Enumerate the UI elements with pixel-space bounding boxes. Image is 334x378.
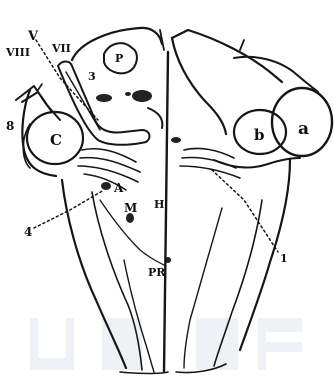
label-1: 1 bbox=[280, 252, 288, 265]
label-a-upper: A bbox=[113, 181, 124, 195]
label-vii: VII bbox=[51, 42, 71, 55]
label-c: C bbox=[50, 131, 62, 149]
label-8: 8 bbox=[6, 119, 14, 133]
label-m: M bbox=[124, 201, 137, 215]
label-4: 4 bbox=[24, 225, 32, 239]
label-h: H bbox=[154, 198, 164, 211]
label-3: 3 bbox=[88, 70, 96, 83]
label-viii: VIII bbox=[5, 46, 30, 59]
label-v: V bbox=[27, 29, 39, 44]
label-a-lower: a bbox=[298, 119, 309, 139]
fiber-bundles-right bbox=[180, 148, 240, 178]
midline bbox=[164, 52, 168, 372]
label-pr: PR bbox=[148, 266, 166, 279]
label-p: P bbox=[115, 52, 123, 65]
university-logo-watermark bbox=[30, 318, 302, 370]
pointer-1 bbox=[212, 170, 278, 252]
label-b: b bbox=[254, 126, 265, 144]
